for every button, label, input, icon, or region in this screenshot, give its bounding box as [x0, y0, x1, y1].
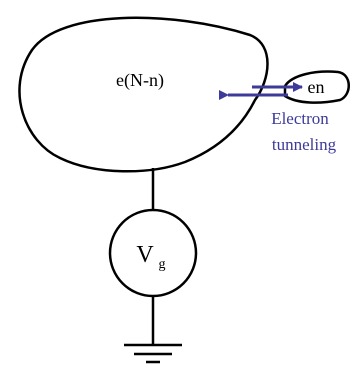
gate-voltage-symbol: V [136, 242, 154, 268]
gate-voltage-label: V [136, 242, 154, 268]
electrode-label: en [308, 77, 325, 97]
island-label: e(N-n) [116, 70, 164, 91]
tunneling-label-line1: Electron [271, 109, 329, 128]
island-shape [18, 16, 269, 173]
tunneling-label-line2: tunneling [272, 135, 337, 154]
electrode-shape [283, 70, 350, 104]
gate-voltage-subscript: g [159, 257, 166, 272]
ground-icon [124, 343, 182, 364]
